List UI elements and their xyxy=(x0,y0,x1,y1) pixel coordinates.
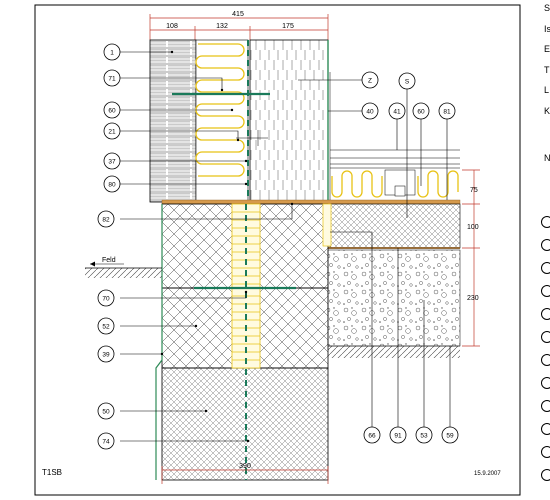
callout-label: 39 xyxy=(102,352,110,359)
side-bullet-circle xyxy=(541,216,550,228)
dim-right-3: 230 xyxy=(467,295,479,302)
callout-label: 40 xyxy=(366,109,374,116)
dim-top-total: 415 xyxy=(232,11,244,18)
side-letter: E xyxy=(544,44,550,54)
callout-label: 50 xyxy=(102,409,110,416)
right-dimensions xyxy=(462,169,480,347)
dim-top-part-3: 175 xyxy=(282,23,294,30)
callout-label: 82 xyxy=(102,217,110,224)
bottom-callout-leaders xyxy=(330,231,451,428)
callout-label: Z xyxy=(368,78,372,85)
earth-under-gravel xyxy=(328,346,460,358)
left-callout-arrowheads xyxy=(160,50,294,443)
right-callout-leaders xyxy=(298,79,448,218)
floor-slab xyxy=(329,203,461,249)
side-bullet-circle xyxy=(541,377,550,389)
left-callout-circles xyxy=(97,43,121,450)
floor-insulation-wave xyxy=(331,170,459,198)
left-callout-leaders xyxy=(120,51,293,442)
callout-label: 53 xyxy=(420,433,428,440)
inner-leaf xyxy=(249,39,329,203)
sheet-date: 15.9.2007 xyxy=(474,471,501,477)
ground-label: Feld xyxy=(102,257,116,264)
bottom-callout-circles xyxy=(363,426,459,444)
edge-insulation xyxy=(322,203,332,247)
dim-right-2: 100 xyxy=(467,224,479,231)
bottom-dimension xyxy=(161,466,329,484)
callout-label: 80 xyxy=(108,182,116,189)
ground-arrow-head xyxy=(90,261,95,267)
side-bullet-circle xyxy=(541,400,550,412)
callout-label: 37 xyxy=(108,159,116,166)
callout-label: 81 xyxy=(443,109,451,116)
side-bullet-circle xyxy=(541,423,550,435)
callout-label: 74 xyxy=(102,439,110,446)
plaster-band xyxy=(161,199,461,205)
side-letter: T xyxy=(544,65,550,75)
right-callout-circles xyxy=(361,71,456,120)
drawing-frame xyxy=(34,4,521,496)
side-letter: N xyxy=(544,153,550,163)
brick-facing xyxy=(149,39,197,203)
side-letter: S xyxy=(544,3,550,13)
dim-top-part-2: 132 xyxy=(216,23,228,30)
ground-left xyxy=(85,267,162,278)
dim-bottom-total: 390 xyxy=(239,463,251,470)
side-bullet-circle xyxy=(541,308,550,320)
side-letter: K xyxy=(544,106,550,116)
side-bullet-circle xyxy=(541,446,550,458)
callout-label: 41 xyxy=(393,109,401,116)
callout-label: 52 xyxy=(102,324,110,331)
callout-label: 59 xyxy=(446,433,454,440)
callout-label: 60 xyxy=(108,108,116,115)
floor-stairs-block-2 xyxy=(394,185,406,197)
dim-top-part-1: 108 xyxy=(166,23,178,30)
top-dimension-chain xyxy=(149,14,329,40)
sheet-id: T1SB xyxy=(42,468,62,477)
callout-label: 66 xyxy=(368,433,376,440)
upper-insulation xyxy=(195,39,249,203)
side-bullet-circle xyxy=(541,469,550,481)
side-bullet-circle xyxy=(541,239,550,251)
side-bullet-circle xyxy=(541,285,550,297)
callout-label: 91 xyxy=(394,433,402,440)
callout-label: S xyxy=(405,79,410,86)
callout-label: 70 xyxy=(102,296,110,303)
callout-label: 71 xyxy=(108,76,116,83)
side-letter: Is xyxy=(544,24,550,34)
floor-layers xyxy=(329,72,460,200)
side-bullet-circle xyxy=(541,354,550,366)
side-bullet-circle xyxy=(541,331,550,343)
callout-label: 1 xyxy=(110,50,114,57)
perimeter-render xyxy=(155,204,163,480)
side-letter: L xyxy=(544,85,550,95)
callout-label: 21 xyxy=(108,129,116,136)
gravel-bed xyxy=(327,249,461,347)
dim-right-1: 75 xyxy=(470,187,478,194)
side-bullet-circle xyxy=(541,262,550,274)
callout-label: 60 xyxy=(417,109,425,116)
